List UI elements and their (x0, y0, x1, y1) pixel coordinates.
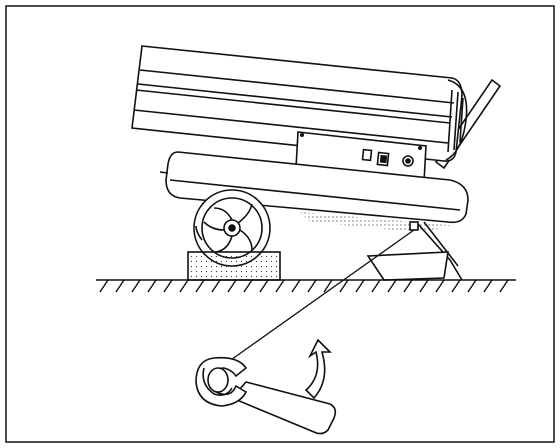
fuel-tank-icon (159, 151, 469, 232)
rear-stand-icon (366, 221, 463, 281)
leader-line (227, 229, 415, 363)
support-block-icon (187, 251, 281, 281)
wrench-icon (195, 356, 337, 435)
ground-line-icon (96, 279, 516, 293)
wheel-icon (193, 189, 271, 267)
heater-body-icon (131, 45, 468, 162)
figure-frame (5, 5, 555, 443)
rotation-arrow-icon (304, 338, 332, 400)
drain-plug-icon (409, 221, 419, 231)
